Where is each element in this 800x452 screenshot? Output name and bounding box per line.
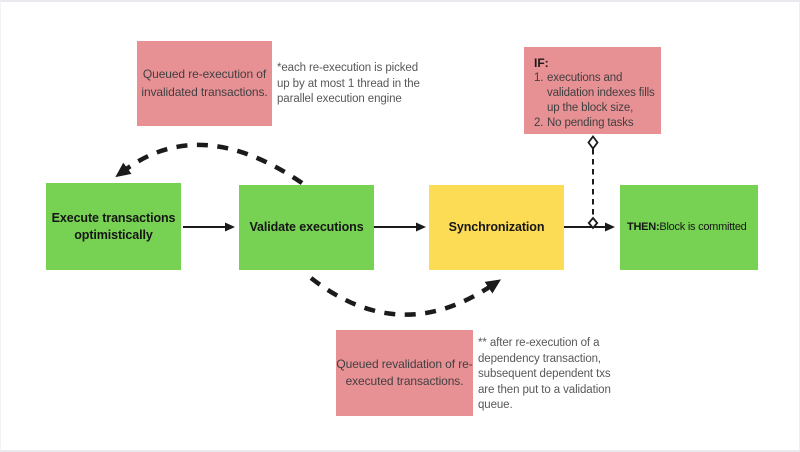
flow-box-synchronization: Synchronization — [429, 185, 564, 270]
annotation-thread-note: *each re-execution is picked up by at mo… — [277, 62, 420, 105]
condition-item: 1. executions and validation indexes fil… — [534, 71, 655, 116]
condition-item-text: No pending tasks — [547, 117, 634, 129]
condition-item-number: 1. — [534, 72, 544, 84]
diamond-connector-top — [587, 135, 599, 150]
note-box-queued-reexecution-text: Queued re-execution of invalidated trans… — [141, 67, 268, 99]
flow-box-validate-label: Validate executions — [249, 220, 364, 235]
flow-box-committed-label: Block is committed — [659, 221, 747, 234]
condition-box: IF: 1. executions and validation indexes… — [524, 47, 661, 134]
condition-item-number: 2. — [534, 117, 544, 129]
note-box-queued-revalidation-text: Queued revalidation of re- executed tran… — [336, 356, 473, 388]
condition-item-text: executions and validation indexes fills … — [547, 72, 655, 114]
note-box-queued-reexecution: Queued re-execution of invalidated trans… — [137, 41, 272, 126]
dashed-arrow-revalidation-loop — [309, 276, 502, 317]
flow-box-committed-label-bold: THEN: — [627, 221, 660, 234]
condition-item: 2. No pending tasks — [534, 116, 655, 131]
flow-box-execute-label: Execute transactions optimistically — [51, 211, 176, 242]
diamond-connector-bottom — [587, 216, 599, 230]
annotation-revalidation-note: ** after re-execution of a dependency tr… — [478, 337, 611, 411]
condition-box-label: IF: — [534, 56, 549, 70]
flow-box-validate: Validate executions — [239, 185, 374, 270]
note-box-queued-revalidation: Queued revalidation of re- executed tran… — [336, 330, 473, 416]
dashed-arrow-reexecution-loop — [115, 142, 304, 185]
flow-box-execute: Execute transactions optimistically — [46, 183, 181, 270]
flow-box-synchronization-label: Synchronization — [448, 220, 545, 235]
flow-box-committed: THEN: Block is committed — [620, 185, 758, 270]
